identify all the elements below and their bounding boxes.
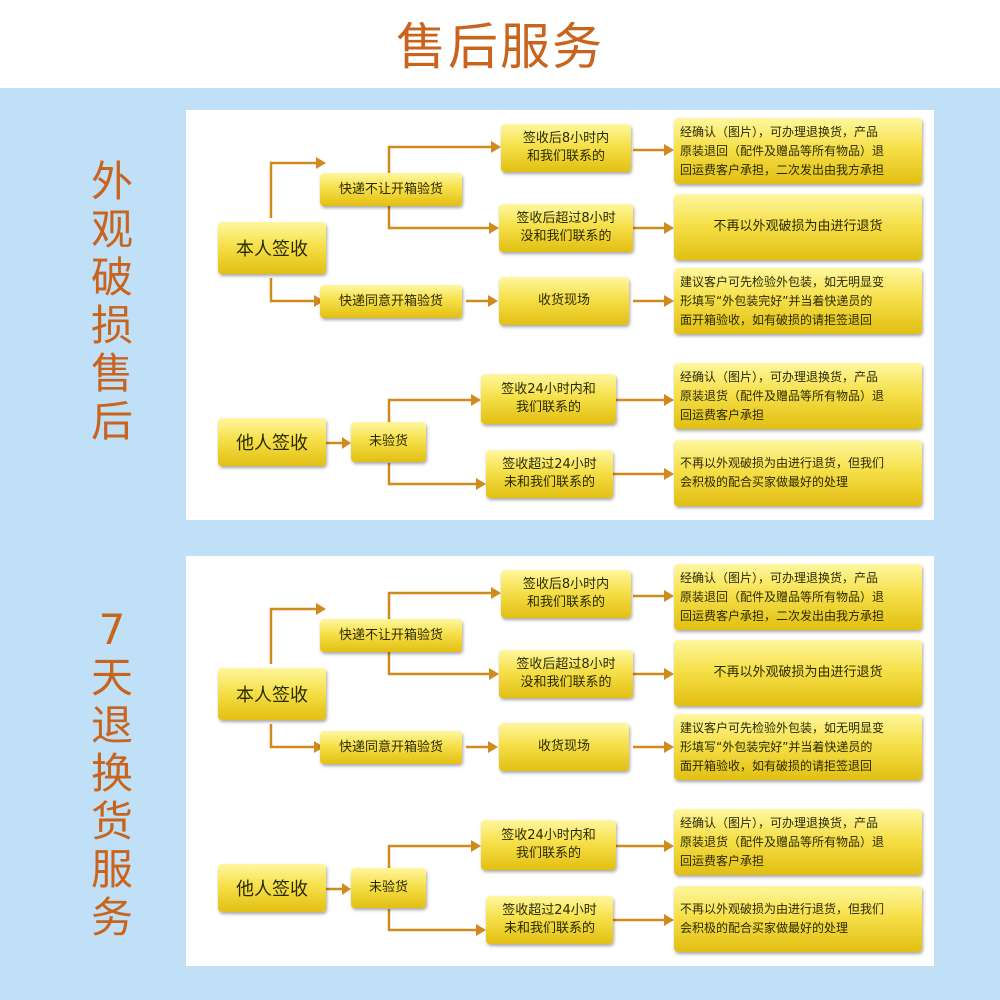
- node-text: 不再以外观破损为由进行退货: [713, 665, 883, 680]
- node-text: 未验货: [368, 880, 408, 895]
- node-text: 快递不让开箱验货: [338, 181, 443, 197]
- node-text: 他人签收: [236, 879, 308, 900]
- self-sign-node: 本人签收: [218, 668, 326, 720]
- side-label-char: 损: [90, 301, 133, 350]
- node-text: 签收24小时内和 我们联系的: [501, 382, 596, 415]
- within-24h-node: 签收24小时内和 我们联系的: [481, 374, 616, 424]
- node-text: 不再以外观破损为由进行退货，但我们 会积极的配合买家做最好的处理: [680, 902, 885, 935]
- side-label-char: 务: [90, 893, 133, 942]
- self-sign-node: 本人签收: [218, 222, 326, 274]
- result-over-24h: 不再以外观破损为由进行退货，但我们 会积极的配合买家做最好的处理: [674, 886, 922, 952]
- node-text: 签收后超过8小时 没和我们联系的: [516, 211, 616, 244]
- node-text: 本人签收: [236, 685, 308, 706]
- node-text: 本人签收: [236, 239, 308, 260]
- node-text: 快递同意开箱验货: [338, 293, 443, 309]
- side-label-char: 观: [90, 205, 133, 254]
- result-within-24h: 经确认（图片），可办理退换货，产品 原装退货（配件及赠品等所有物品）退 回运费客…: [674, 809, 922, 875]
- over-8h-node: 签收后超过8小时 没和我们联系的: [499, 204, 633, 252]
- on-site-node: 收货现场: [499, 723, 629, 771]
- node-text: 经确认（图片），可办理退换货，产品 原装退回（配件及赠品等所有物品）退 回运费客…: [680, 570, 885, 623]
- side-label-char: 7: [98, 605, 126, 654]
- side-label-char: 天: [90, 653, 133, 702]
- not-inspected-node: 未验货: [351, 422, 426, 462]
- allow-inspect-node: 快递同意开箱验货: [320, 731, 462, 764]
- node-text: 未验货: [368, 434, 408, 449]
- within-8h-node: 签收后8小时内 和我们联系的: [501, 570, 631, 618]
- result-within-24h: 经确认（图片），可办理退换货，产品 原装退货（配件及赠品等所有物品）退 回运费客…: [674, 363, 922, 429]
- side-label-char: 售: [90, 349, 133, 398]
- result-on-site: 建议客户可先检验外包装，如无明显变 形填写“外包装完好”并当着快递员的 面开箱验…: [674, 268, 922, 334]
- side-label-char: 服: [90, 845, 133, 894]
- node-text: 签收超过24小时 未和我们联系的: [502, 903, 597, 936]
- over-8h-node: 签收后超过8小时 没和我们联系的: [499, 650, 633, 698]
- node-text: 不再以外观破损为由进行退货: [713, 219, 883, 234]
- result-over-8h: 不再以外观破损为由进行退货: [674, 194, 922, 260]
- node-text: 不再以外观破损为由进行退货，但我们 会积极的配合买家做最好的处理: [680, 456, 885, 489]
- node-text: 经确认（图片），可办理退换货，产品 原装退回（配件及赠品等所有物品）退 回运费客…: [680, 124, 885, 177]
- node-text: 他人签收: [236, 433, 308, 454]
- result-within-8h: 经确认（图片），可办理退换货，产品 原装退回（配件及赠品等所有物品）退 回运费客…: [674, 564, 922, 630]
- result-over-8h: 不再以外观破损为由进行退货: [674, 640, 922, 706]
- node-text: 收货现场: [537, 293, 590, 308]
- node-text: 经确认（图片），可办理退换货，产品 原装退货（配件及赠品等所有物品）退 回运费客…: [680, 369, 885, 422]
- result-within-8h: 经确认（图片），可办理退换货，产品 原装退回（配件及赠品等所有物品）退 回运费客…: [674, 118, 922, 184]
- side-label-char: 外: [90, 157, 133, 206]
- not-inspected-node: 未验货: [351, 868, 426, 908]
- node-text: 签收后8小时内 和我们联系的: [522, 131, 610, 164]
- node-text: 建议客户可先检验外包装，如无明显变 形填写“外包装完好”并当着快递员的 面开箱验…: [680, 274, 885, 327]
- flow-connectors: [269, 587, 674, 936]
- flow-panel-7-day: 本人签收 快递不让开箱验货 快递同意开箱验货 签收后8小时内 和我们联系的 签收…: [186, 556, 934, 966]
- within-24h-node: 签收24小时内和 我们联系的: [481, 820, 616, 870]
- side-label-char: 货: [90, 797, 133, 846]
- no-inspect-node: 快递不让开箱验货: [320, 173, 462, 206]
- node-text: 签收24小时内和 我们联系的: [501, 828, 596, 861]
- node-text: 建议客户可先检验外包装，如无明显变 形填写“外包装完好”并当着快递员的 面开箱验…: [680, 720, 885, 773]
- node-text: 快递不让开箱验货: [338, 627, 443, 643]
- flow-panel-damage: 本人签收 快递不让开箱验货 快递同意开箱验货 签收后8小时内 和我们联系的 签收…: [186, 110, 934, 520]
- side-label-char: 退: [90, 701, 133, 750]
- over-24h-node: 签收超过24小时 未和我们联系的: [486, 896, 613, 944]
- other-sign-node: 他人签收: [218, 418, 326, 466]
- result-on-site: 建议客户可先检验外包装，如无明显变 形填写“外包装完好”并当着快递员的 面开箱验…: [674, 714, 922, 780]
- side-label-damage-after-sale: 外观破损售后: [82, 158, 142, 446]
- on-site-node: 收货现场: [499, 277, 629, 325]
- no-inspect-node: 快递不让开箱验货: [320, 619, 462, 652]
- node-text: 经确认（图片），可办理退换货，产品 原装退货（配件及赠品等所有物品）退 回运费客…: [680, 815, 885, 868]
- other-sign-node: 他人签收: [218, 864, 326, 912]
- node-text: 签收超过24小时 未和我们联系的: [502, 457, 597, 490]
- side-label-char: 换: [90, 749, 133, 798]
- node-text: 快递同意开箱验货: [338, 739, 443, 755]
- side-label-char: 破: [90, 253, 133, 302]
- result-over-24h: 不再以外观破损为由进行退货，但我们 会积极的配合买家做最好的处理: [674, 440, 922, 506]
- within-8h-node: 签收后8小时内 和我们联系的: [501, 124, 631, 172]
- side-label-char: 后: [90, 397, 133, 446]
- allow-inspect-node: 快递同意开箱验货: [320, 285, 462, 318]
- over-24h-node: 签收超过24小时 未和我们联系的: [486, 450, 613, 498]
- node-text: 签收后超过8小时 没和我们联系的: [516, 657, 616, 690]
- node-text: 收货现场: [537, 739, 590, 754]
- page-title: 售后服务: [0, 0, 1000, 88]
- node-text: 签收后8小时内 和我们联系的: [522, 577, 610, 610]
- flow-connectors: [269, 141, 674, 490]
